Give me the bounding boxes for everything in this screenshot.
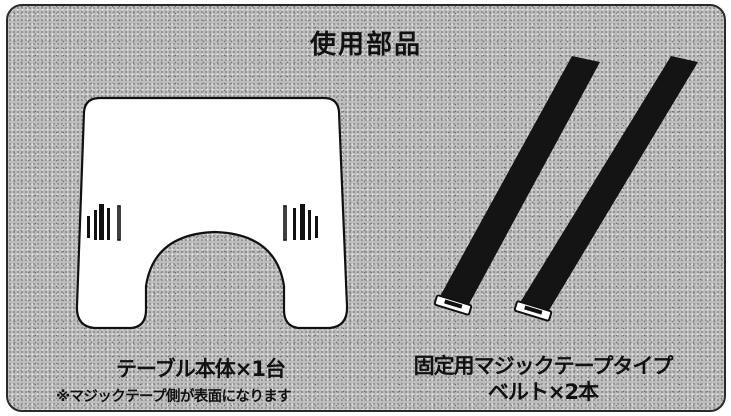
- velcro-belt-2: [513, 56, 698, 322]
- belt-label-line2: ベルト×2本: [487, 380, 599, 404]
- table-body-illustration: [75, 96, 349, 330]
- page-title: 使用部品: [309, 30, 422, 60]
- belt-label: 固定用マジックテープタイプ ベルト×2本: [403, 353, 683, 405]
- parts-illustration: [75, 56, 698, 330]
- velcro-side-note: ※マジックテープ側が表面になります: [56, 389, 292, 405]
- table-label: テーブル本体×1台: [116, 357, 286, 381]
- velcro-belt-1: [433, 56, 600, 316]
- right-belt-slots: [283, 204, 318, 241]
- belt-label-line1: 固定用マジックテープタイプ: [413, 354, 674, 378]
- left-belt-slots: [87, 204, 121, 241]
- parts-panel: 使用部品: [6, 4, 726, 412]
